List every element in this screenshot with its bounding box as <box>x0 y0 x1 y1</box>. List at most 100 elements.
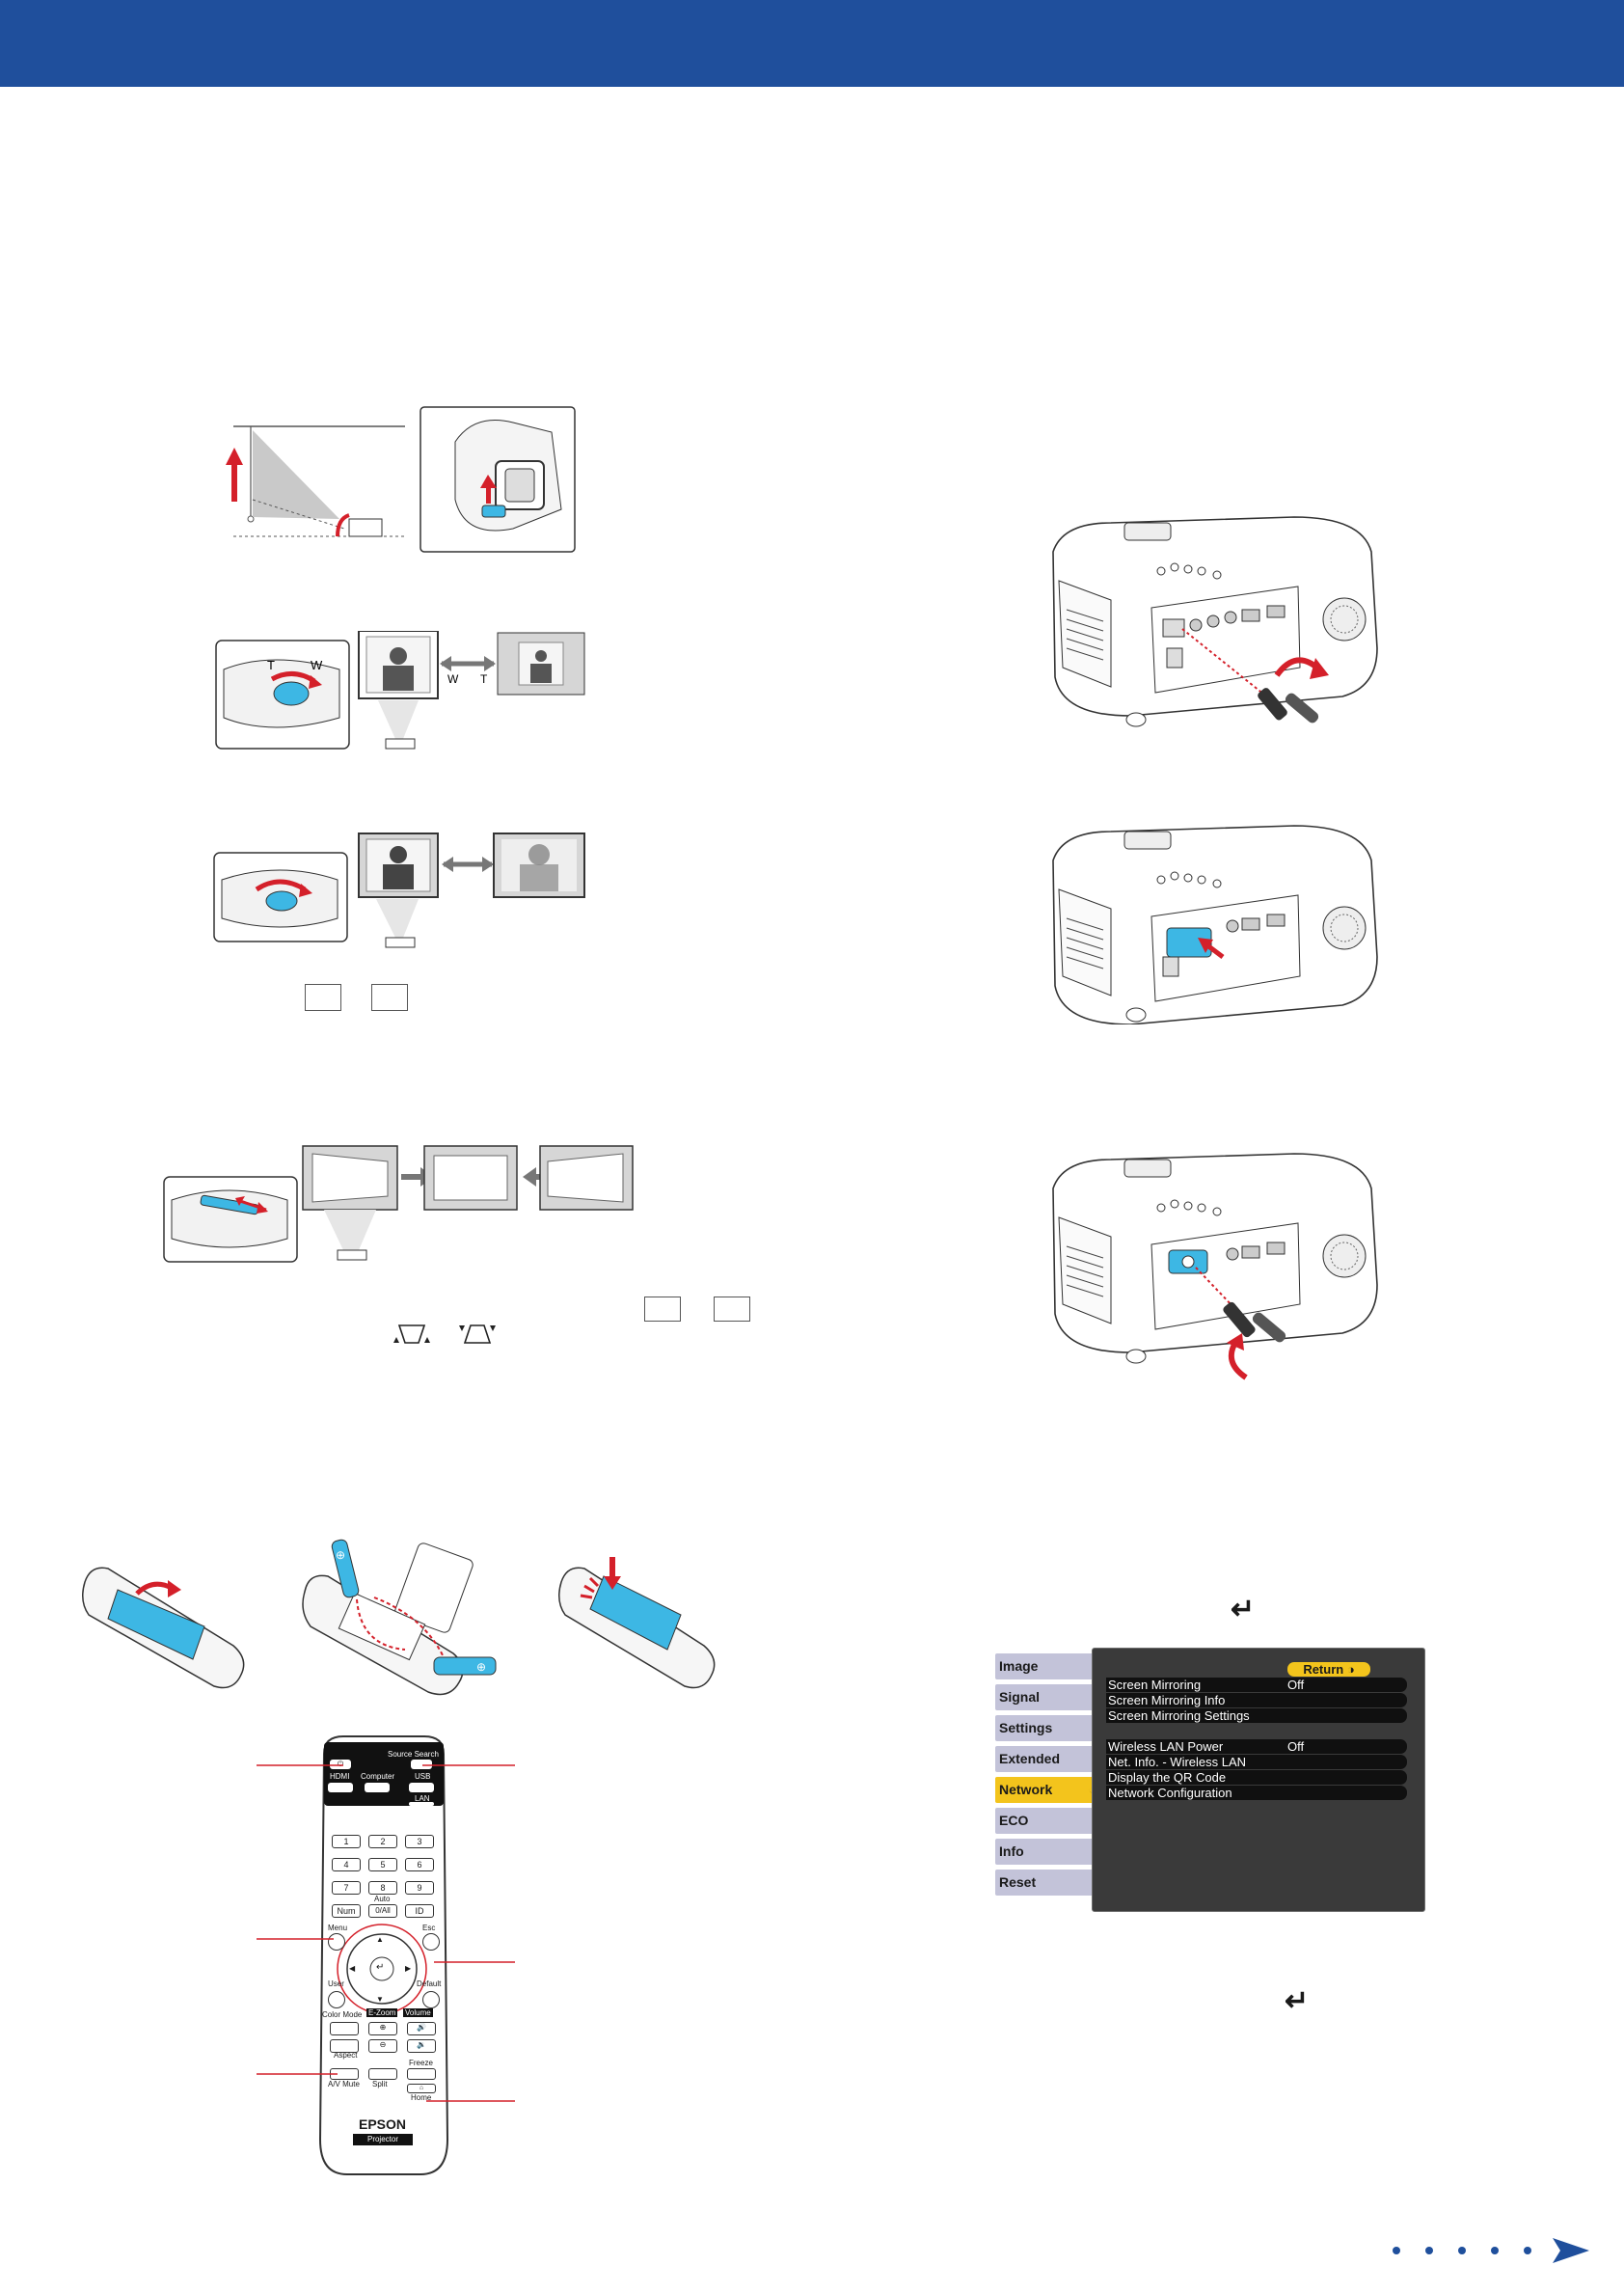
keystone-box-1 <box>305 984 341 1011</box>
remote-menu-button[interactable] <box>328 1933 345 1951</box>
figure-h-keystone <box>163 1145 634 1263</box>
remote-power-button[interactable]: ⏻ <box>330 1760 351 1769</box>
figure-replace-cover-screw <box>1052 1153 1378 1380</box>
keystone-box-3 <box>644 1297 681 1322</box>
figure-raise-image <box>226 406 576 553</box>
remote-num-button[interactable]: Num <box>332 1904 361 1918</box>
remote-color-mode-button[interactable] <box>330 2022 359 2035</box>
zoom-arrow-t: T <box>480 672 488 686</box>
remote-default-button[interactable] <box>422 1991 440 2008</box>
remote-id-button[interactable]: ID <box>405 1904 434 1918</box>
remote-volume-up-button[interactable]: 🔊 <box>407 2022 436 2035</box>
osd-sidebar-reset[interactable]: Reset <box>995 1870 1101 1896</box>
svg-text:⊕: ⊕ <box>476 1660 486 1674</box>
osd-sidebar-info[interactable]: Info <box>995 1839 1101 1865</box>
remote-aspect-button[interactable] <box>330 2039 359 2053</box>
remote-key-5[interactable]: 5 <box>368 1858 397 1871</box>
remote-key-6[interactable]: 6 <box>405 1858 434 1871</box>
remote-key-3[interactable]: 3 <box>405 1835 434 1848</box>
page-dot-2 <box>1425 2247 1433 2254</box>
osd-sidebar-network[interactable]: Network <box>995 1777 1101 1803</box>
osd-row-net-info-wireless[interactable]: Net. Info. - Wireless LAN <box>1106 1755 1407 1769</box>
arrow-right-icon[interactable] <box>1551 2236 1591 2265</box>
svg-text:⊕: ⊕ <box>336 1548 345 1562</box>
remote-control: Source Search ⏻ HDMI Computer USB LAN 1 … <box>314 1734 453 2176</box>
osd-sidebar: Image Signal Settings Extended Network E… <box>995 1653 1101 1900</box>
remote-down-arrow-icon[interactable]: ▼ <box>376 1995 384 2004</box>
remote-0-all-button[interactable]: 0/All <box>368 1904 397 1918</box>
keystone-box-2 <box>371 984 408 1011</box>
osd-sidebar-extended[interactable]: Extended <box>995 1746 1101 1772</box>
remote-default-label: Default <box>417 1979 442 1988</box>
remote-computer-button[interactable] <box>365 1783 390 1792</box>
remote-split-button[interactable] <box>368 2068 397 2080</box>
remote-freeze-label: Freeze <box>409 2059 433 2067</box>
page-dot-5 <box>1524 2247 1531 2254</box>
figure-insert-lan-module <box>1052 825 1378 1024</box>
remote-volume-down-button[interactable]: 🔉 <box>407 2039 436 2053</box>
remote-usb-label: USB <box>415 1772 431 1781</box>
enter-icon-2: ↵ <box>1285 1985 1310 2017</box>
remote-key-4[interactable]: 4 <box>332 1858 361 1871</box>
remote-user-button[interactable] <box>328 1991 345 2008</box>
remote-model-label: Projector <box>353 2134 413 2145</box>
page-dot-4 <box>1491 2247 1499 2254</box>
zoom-arrow-w: W <box>447 672 459 686</box>
remote-lan-button[interactable] <box>409 1802 434 1806</box>
remote-menu-label: Menu <box>328 1924 348 1932</box>
keystone-v-icon-1 <box>393 1324 430 1344</box>
remote-callouts <box>257 1764 515 2102</box>
next-page-indicator[interactable] <box>1389 2236 1591 2265</box>
remote-color-mode-label: Color Mode <box>322 2010 363 2019</box>
remote-user-label: User <box>328 1979 344 1988</box>
keystone-v-icon-2 <box>459 1324 496 1344</box>
osd-sidebar-image[interactable]: Image <box>995 1653 1101 1679</box>
osd-row-display-qr-code[interactable]: Display the QR Code <box>1106 1770 1407 1785</box>
osd-row-network-configuration[interactable]: Network Configuration <box>1106 1786 1407 1800</box>
remote-enter-icon[interactable]: ↵ <box>376 1962 385 1973</box>
remote-freeze-button[interactable] <box>407 2068 436 2080</box>
osd-row-screen-mirroring-settings[interactable]: Screen Mirroring Settings <box>1106 1708 1407 1723</box>
remote-usb-button[interactable] <box>409 1783 434 1792</box>
osd-sidebar-signal[interactable]: Signal <box>995 1684 1101 1710</box>
remote-key-9[interactable]: 9 <box>405 1881 434 1895</box>
header-bar <box>0 0 1624 87</box>
remote-right-arrow-icon[interactable]: ▶ <box>405 1964 412 1973</box>
figure-remove-cover-screw <box>1052 516 1378 727</box>
figure-zoom: T W W T <box>215 631 585 750</box>
remote-source-search-button[interactable] <box>411 1760 432 1769</box>
remote-key-2[interactable]: 2 <box>368 1835 397 1848</box>
remote-home-button[interactable]: ⌂ <box>407 2084 436 2093</box>
osd-sidebar-eco[interactable]: ECO <box>995 1808 1101 1834</box>
enter-icon: ↵ <box>1231 1594 1256 1625</box>
osd-sidebar-settings[interactable]: Settings <box>995 1715 1101 1741</box>
remote-auto-label: Auto <box>374 1895 391 1903</box>
zoom-label-w: W <box>311 658 323 672</box>
remote-zoom-out-button[interactable]: ⊖ <box>368 2039 397 2053</box>
remote-esc-label: Esc <box>422 1924 436 1932</box>
figure-battery-close <box>558 1557 716 1689</box>
remote-key-1[interactable]: 1 <box>332 1835 361 1848</box>
remote-key-8[interactable]: 8 <box>368 1881 397 1895</box>
remote-zoom-in-button[interactable]: ⊕ <box>368 2022 397 2035</box>
figure-focus <box>213 833 585 948</box>
remote-volume-label: Volume <box>403 2008 433 2017</box>
remote-aspect-label: Aspect <box>334 2051 358 2060</box>
osd-row-screen-mirroring-info[interactable]: Screen Mirroring Info <box>1106 1693 1407 1707</box>
remote-key-7[interactable]: 7 <box>332 1881 361 1895</box>
remote-source-search-label: Source Search <box>388 1750 439 1759</box>
remote-left-arrow-icon[interactable]: ◀ <box>349 1964 356 1973</box>
remote-split-label: Split <box>372 2080 388 2088</box>
osd-return-button[interactable]: Return ◑ <box>1287 1662 1370 1677</box>
remote-up-arrow-icon[interactable]: ▲ <box>376 1935 384 1944</box>
zoom-label-t: T <box>267 658 275 672</box>
keystone-box-4 <box>714 1297 750 1322</box>
remote-hdmi-button[interactable] <box>328 1783 353 1792</box>
remote-esc-button[interactable] <box>422 1933 440 1951</box>
remote-computer-label: Computer <box>361 1772 395 1781</box>
remote-brand-logo: EPSON <box>359 2116 407 2132</box>
remote-lan-label: LAN <box>415 1794 430 1803</box>
